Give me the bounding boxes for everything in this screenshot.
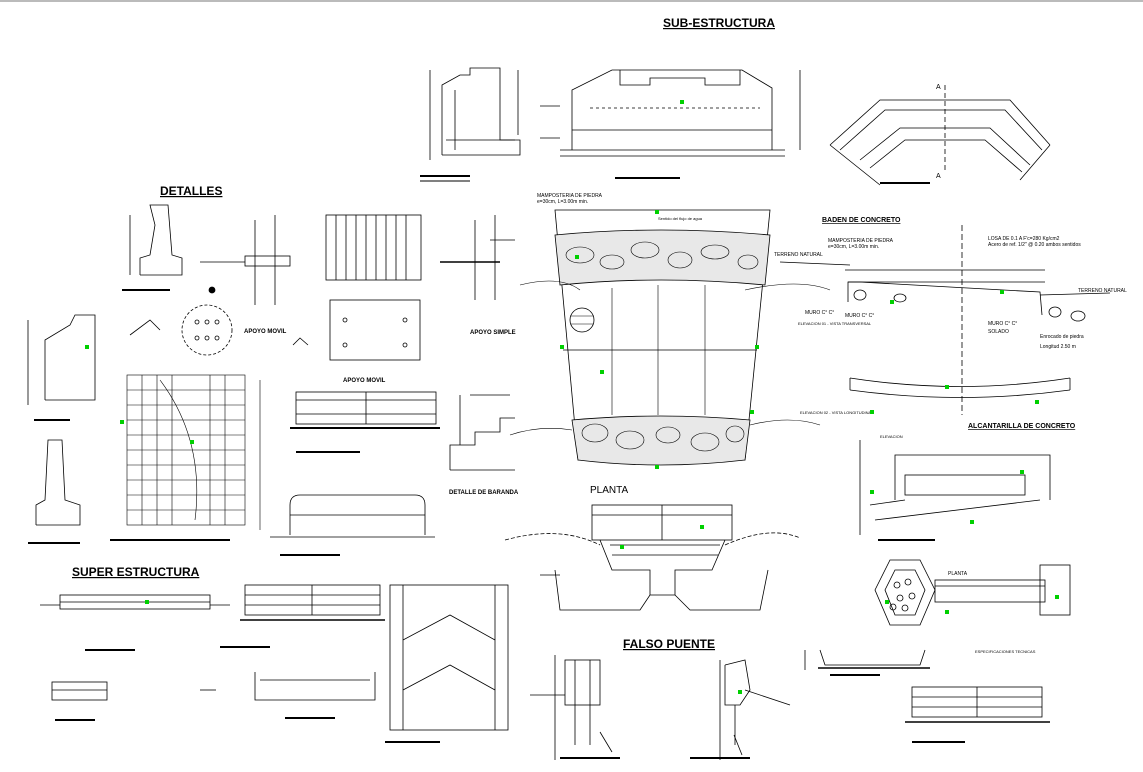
detail-bearing-circle — [129, 304, 309, 356]
baden-elevation-longitudinal — [849, 377, 1071, 398]
abutment-section-top — [420, 67, 521, 182]
label-planta-main: PLANTA — [590, 485, 628, 496]
detail-anchor-1 — [200, 215, 291, 305]
detail-retaining-wall-1 — [27, 314, 96, 421]
title-sub-estructura: SUB-ESTRUCTURA — [663, 16, 775, 30]
detail-grid-bars — [325, 214, 422, 361]
detail-anchor-2 — [440, 215, 515, 300]
label-elevacion-alc: ELEVACION — [880, 434, 903, 439]
label-enrocado: Enrocado de piedra — [1040, 334, 1084, 340]
label-detalle-baranda: DETALLE DE BARANDA — [449, 490, 519, 496]
label-mamposteria-1: MAMPOSTERIA DE PIEDRA — [537, 193, 603, 199]
alcantarilla-plan — [874, 559, 1071, 626]
title-detalles: DETALLES — [160, 184, 222, 198]
detail-reinforcement-grid — [110, 374, 261, 541]
main-plan-view — [509, 209, 831, 466]
label-losa: LOSA DE 0.1 A F'c=280 Kg/cm2 — [988, 236, 1060, 242]
detail-wall-section — [122, 204, 183, 291]
super-structure-plan — [385, 584, 509, 743]
label-flujo: Sentido del flujo de agua — [658, 216, 703, 221]
substructure-elevation — [540, 69, 801, 179]
section-marker-a-bottom: A — [936, 173, 941, 180]
label-longitud: Longitud 2.50 m — [1040, 344, 1076, 350]
label-terreno-natural-r: TERRENO NATURAL — [1078, 288, 1127, 294]
super-structure-railing — [220, 584, 385, 648]
label-solado: SOLADO — [988, 329, 1009, 335]
detail-railing-2 — [270, 494, 435, 556]
detail-baranda-stairs — [449, 394, 515, 471]
alcantarilla-elevation — [859, 440, 1051, 541]
detail-retaining-wall-2 — [28, 439, 81, 544]
label-elev-transversal: ELEVACION 01 - VISTA TRANSVERSAL — [798, 321, 872, 326]
super-structure-beam — [40, 594, 230, 651]
super-structure-deck-sections — [51, 672, 376, 721]
section-marker-a-top: A — [936, 84, 941, 91]
label-muro-1: MURO C° C° — [805, 310, 834, 316]
label-apoyo-movil-1: APOYO MOVIL — [244, 329, 287, 335]
bridge-cross-section — [504, 504, 801, 611]
green-dimension-markers — [85, 100, 1059, 694]
label-acero: Acero de ref. 1/2" @ 0.20 ambos sentidos — [988, 242, 1081, 248]
title-baden-concreto: BADEN DE CONCRETO — [822, 217, 901, 224]
label-apoyo-movil-2: APOYO MOVIL — [343, 378, 386, 384]
label-terreno-natural-l: TERRENO NATURAL — [774, 252, 823, 258]
label-mamposteria-2: MAMPOSTERIA DE PIEDRA — [828, 238, 894, 244]
label-planta-alc: PLANTA — [948, 571, 968, 577]
detail-railing-1 — [290, 391, 440, 453]
falso-puente-section-2 — [690, 659, 791, 760]
title-alcantarilla: ALCANTARILLA DE CONCRETO — [968, 423, 1076, 430]
label-elev-longitudinal: ELEVACION 02 - VISTA LONGITUDINAL — [800, 410, 874, 415]
title-super-estructura: SUPER ESTRUCTURA — [72, 565, 200, 579]
channel-plan-view — [829, 85, 1051, 186]
baden-elevation-transversal — [779, 225, 1111, 415]
label-apoyo-simple: APOYO SIMPLE — [470, 330, 516, 336]
flume-section — [804, 649, 930, 676]
falso-puente-section-1 — [530, 655, 620, 760]
railing-lower-right — [905, 686, 1050, 743]
label-especificaciones: ESPECIFICACIONES TECNICAS — [975, 649, 1036, 654]
label-mamposteria-2b: e=30cm, L=3.00m min. — [828, 244, 879, 250]
label-muro-2: MURO C° C° — [845, 313, 874, 319]
label-muro-3: MURO C° C° — [988, 321, 1017, 327]
title-falso-puente: FALSO PUENTE — [623, 637, 715, 651]
label-mamposteria-1b: e=30cm, L=3.00m min. — [537, 199, 588, 205]
